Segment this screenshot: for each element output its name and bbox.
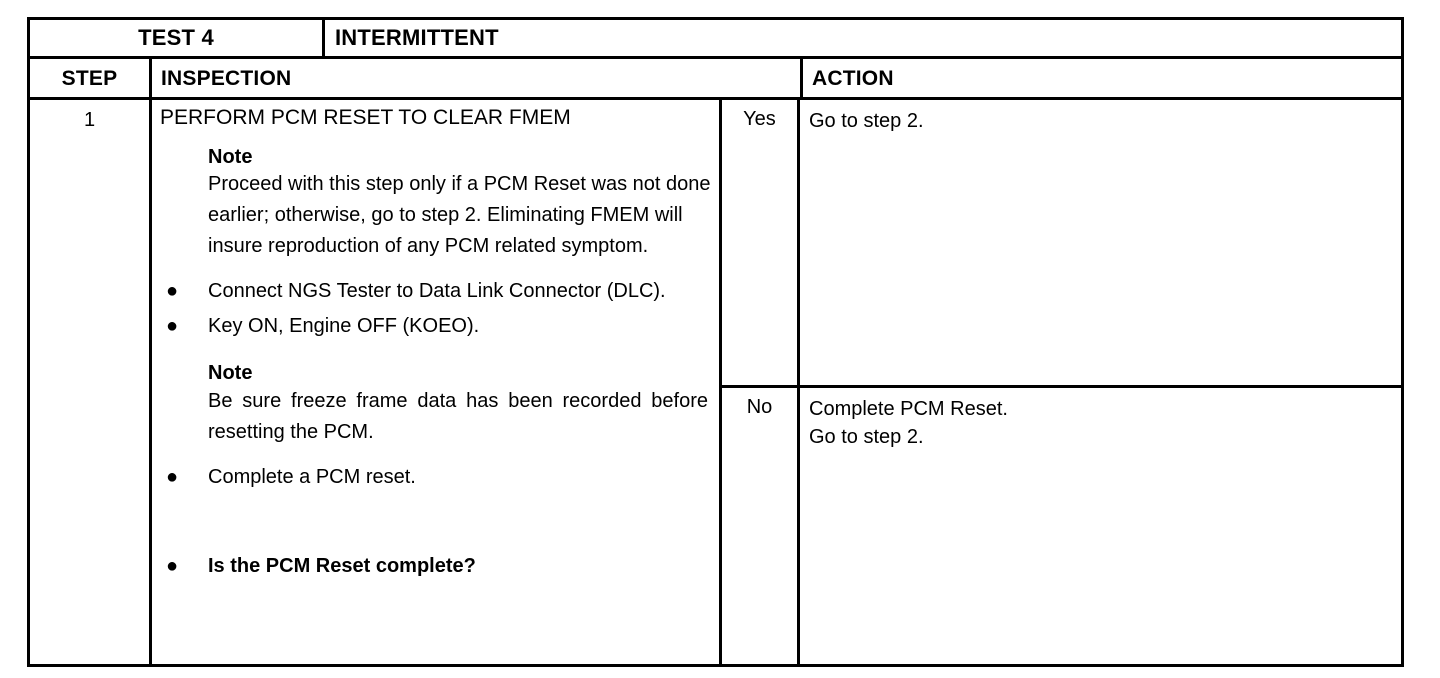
- note-block-2: Note Be sure freeze frame data has been …: [208, 362, 711, 448]
- column-header-inspection-label: INSPECTION: [161, 66, 292, 90]
- inspection-cell: PERFORM PCM RESET TO CLEAR FMEM Note Pro…: [152, 100, 722, 664]
- answer-action-yes: Go to step 2.: [800, 100, 1401, 385]
- list-item: ● Complete a PCM reset.: [160, 462, 711, 493]
- list-item-text: Complete a PCM reset.: [208, 465, 416, 488]
- bullet-icon: ●: [166, 280, 179, 303]
- column-header-step-label: STEP: [61, 66, 118, 90]
- answer-row-no: No Complete PCM Reset. Go to step 2.: [722, 388, 1401, 664]
- step-number-cell: 1: [30, 100, 152, 664]
- diagnostic-test-table: TEST 4 INTERMITTENT STEP INSPECTION ACTI…: [27, 17, 1404, 667]
- bullet-icon: ●: [166, 315, 179, 338]
- table-row: 1 PERFORM PCM RESET TO CLEAR FMEM Note P…: [30, 100, 1401, 664]
- bullet-icon: ●: [166, 465, 179, 488]
- list-item: ● Key ON, Engine OFF (KOEO).: [160, 311, 711, 342]
- answer-label-yes: Yes: [722, 100, 800, 385]
- answers-column: Yes Go to step 2. No Complete PCM Reset.…: [722, 100, 1401, 664]
- note-label-2: Note: [208, 362, 253, 385]
- note-block-1: Note Proceed with this step only if a PC…: [208, 146, 711, 263]
- test-name-label: INTERMITTENT: [335, 25, 499, 50]
- answer-label-no: No: [722, 388, 800, 664]
- list-item-question: ● Is the PCM Reset complete?: [160, 551, 711, 582]
- note-label-1: Note: [208, 145, 253, 168]
- column-header-inspection: INSPECTION: [152, 59, 803, 97]
- inspection-heading: PERFORM PCM RESET TO CLEAR FMEM: [160, 106, 571, 129]
- answer-action-no: Complete PCM Reset. Go to step 2.: [800, 388, 1401, 664]
- test-number-label: TEST 4: [138, 25, 214, 50]
- step-number: 1: [83, 109, 96, 131]
- column-header-step: STEP: [30, 59, 152, 97]
- spacer: [160, 346, 711, 362]
- test-number-cell: TEST 4: [30, 20, 325, 56]
- answer-row-yes: Yes Go to step 2.: [722, 100, 1401, 388]
- bullet-icon: ●: [166, 554, 179, 577]
- column-header-action: ACTION: [803, 59, 1401, 97]
- answer-label-yes-text: Yes: [743, 108, 776, 130]
- spacer: [160, 497, 711, 551]
- column-header-row: STEP INSPECTION ACTION: [30, 59, 1401, 100]
- answer-action-line: Complete PCM Reset.: [809, 398, 1008, 420]
- note-body-2: Be sure freeze frame data has been recor…: [208, 389, 708, 443]
- list-item-text: Key ON, Engine OFF (KOEO).: [208, 315, 480, 338]
- list-item-text: Is the PCM Reset complete?: [208, 554, 476, 577]
- answer-label-no-text: No: [746, 396, 773, 418]
- answer-action-line: Go to step 2.: [809, 110, 924, 132]
- test-name-cell: INTERMITTENT: [325, 20, 1401, 56]
- list-item-text: Connect NGS Tester to Data Link Connecto…: [208, 280, 666, 303]
- answer-action-line: Go to step 2.: [809, 425, 924, 448]
- note-body-1: Proceed with this step only if a PCM Res…: [208, 173, 711, 258]
- list-item: ● Connect NGS Tester to Data Link Connec…: [160, 276, 711, 307]
- column-header-action-label: ACTION: [812, 66, 894, 90]
- table-title-row: TEST 4 INTERMITTENT: [30, 20, 1401, 59]
